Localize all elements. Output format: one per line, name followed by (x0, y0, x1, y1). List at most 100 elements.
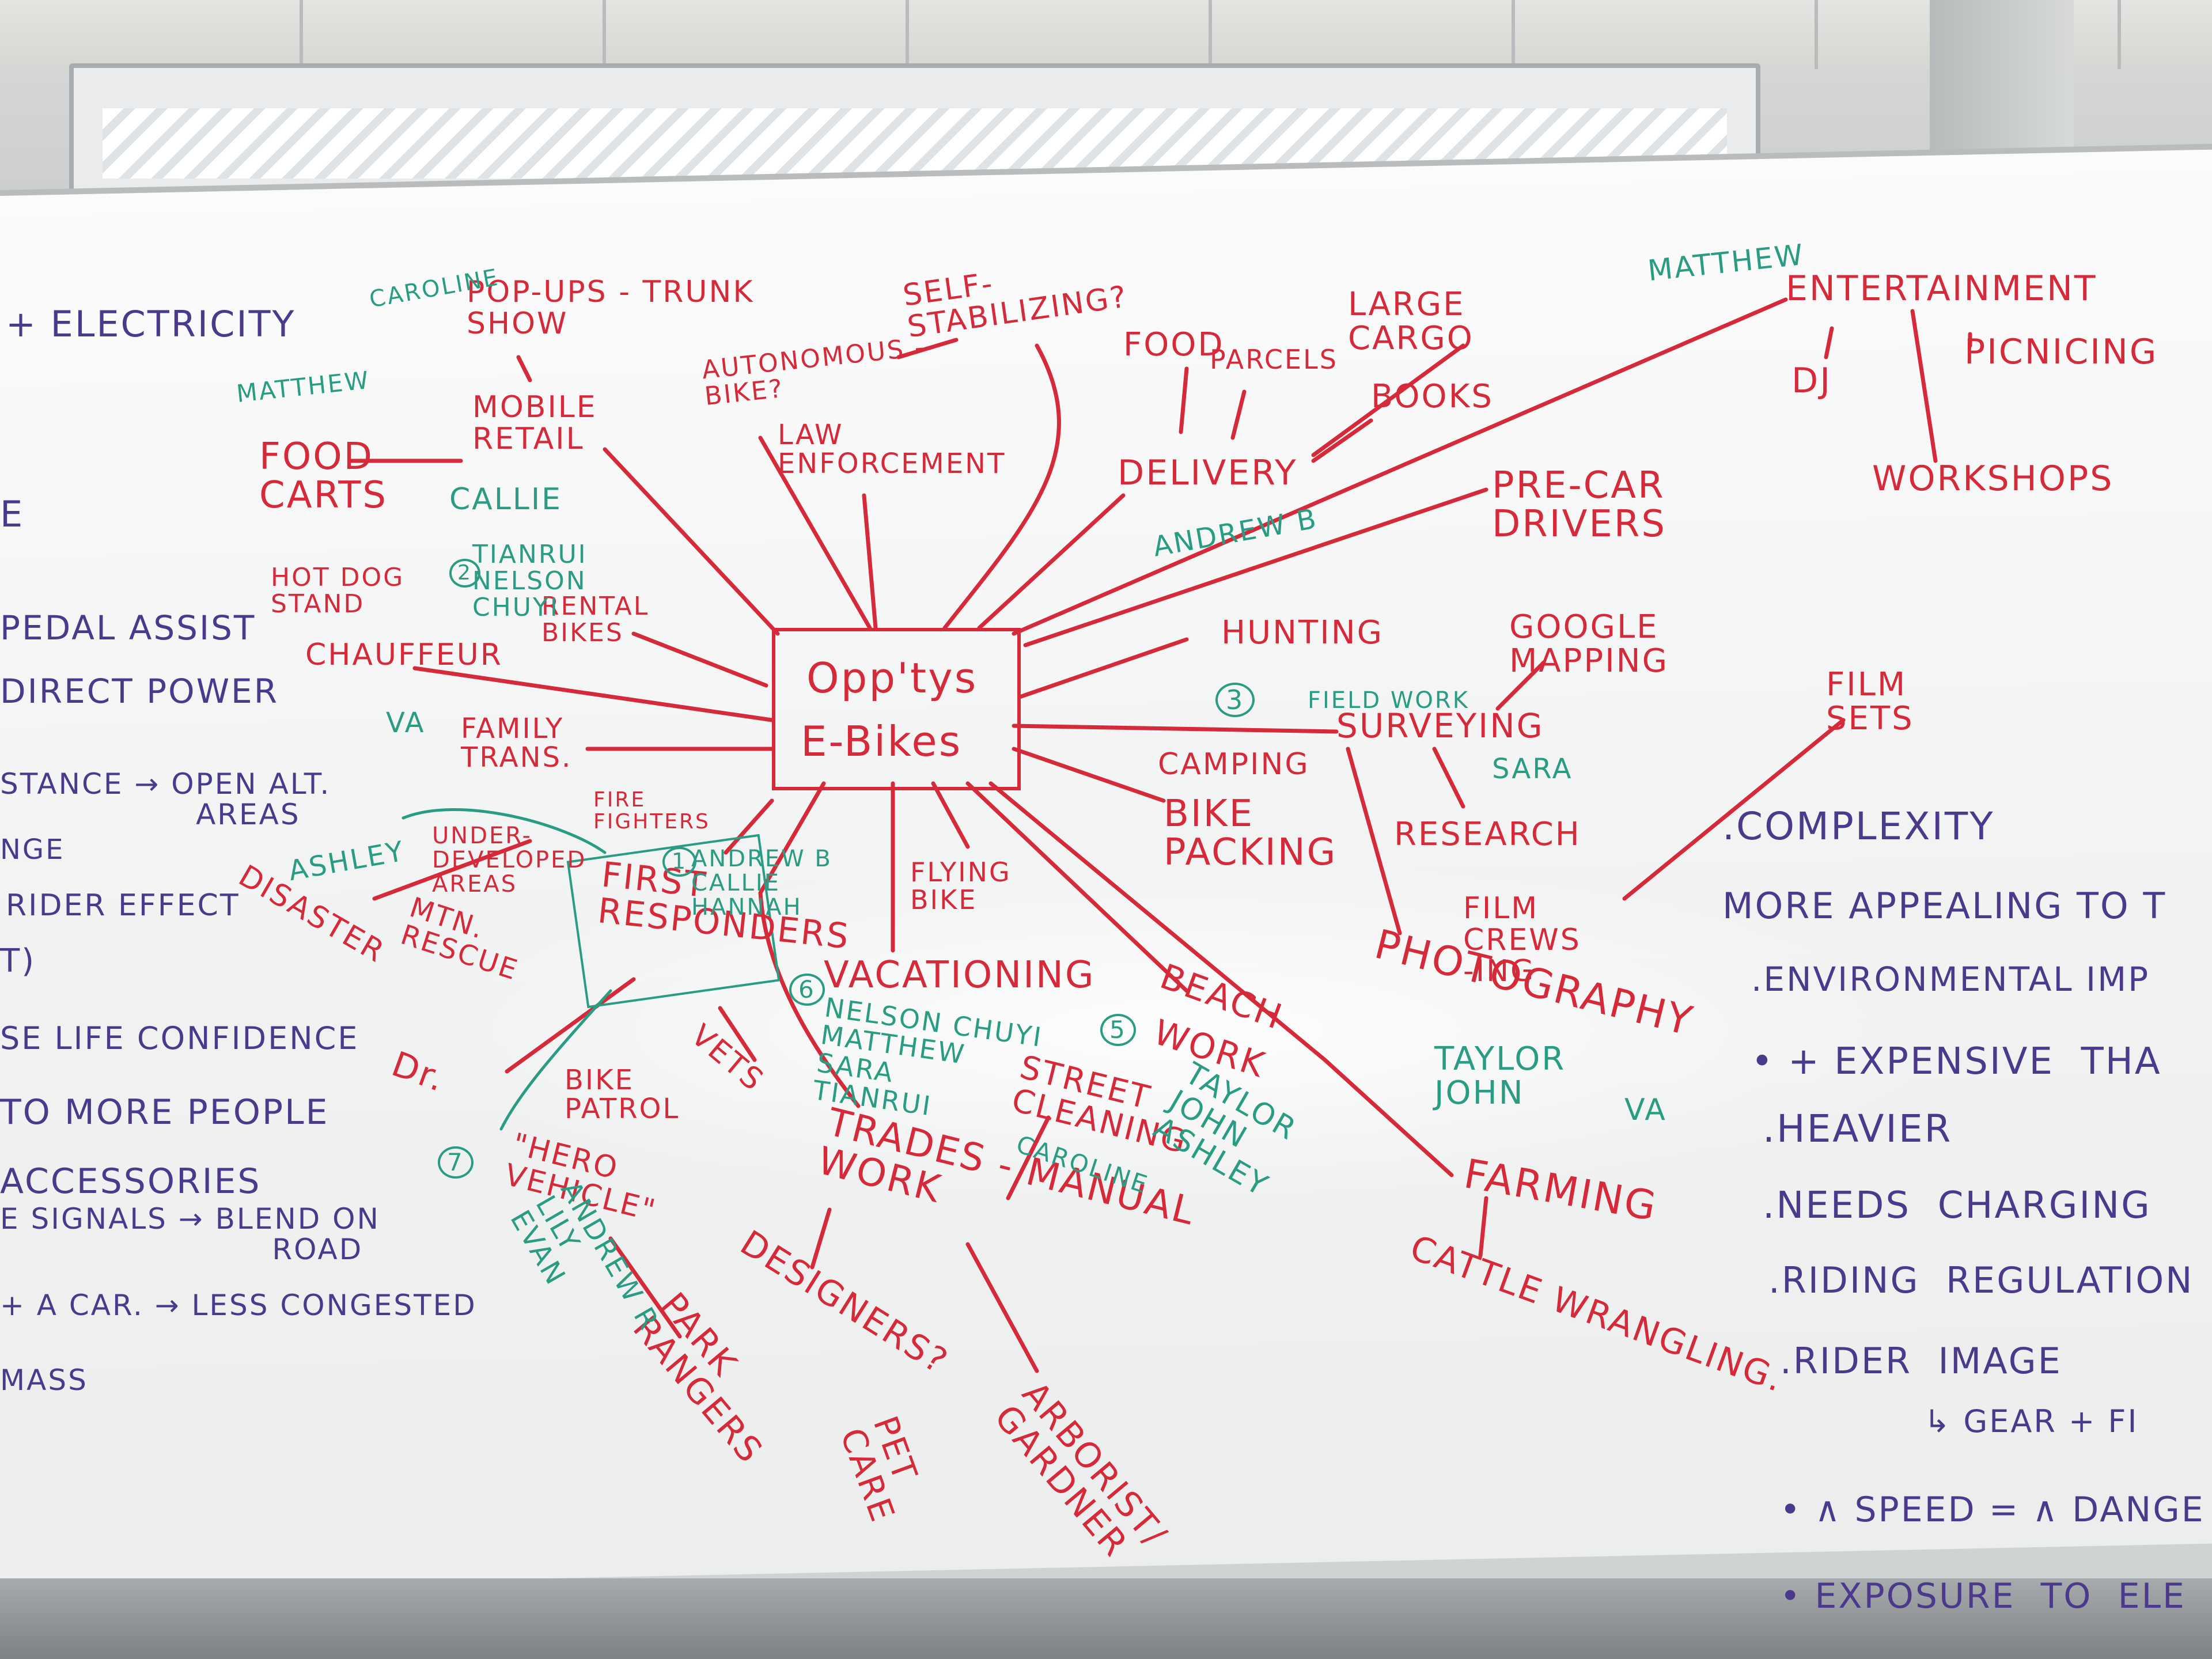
number-6: 6 (789, 974, 825, 1006)
note-entertainment: ENTERTAINMENT (1786, 268, 2097, 309)
note-surveying: SURVEYING (1336, 706, 1544, 745)
note-bike-patrol: BIKE PATROL (565, 1064, 680, 1126)
note-under-developed: UNDER- DEVELOPED AREAS (432, 823, 587, 897)
note-dj: DJ (1791, 361, 1832, 401)
name-sara-right: SARA (1492, 753, 1573, 785)
link-manual (1006, 1115, 1051, 1200)
link-photography (1346, 747, 1402, 935)
note-film-sets: FILM SETS (1826, 666, 1914, 737)
right-note-6: .RIDING REGULATION (1768, 1259, 2194, 1301)
note-parcels: PARCELS (1210, 344, 1338, 375)
note-vacationing: VACATIONING (824, 954, 1096, 997)
link-entertainment (1012, 297, 1788, 636)
note-large-cargo: LARGE CARGO (1348, 286, 1474, 357)
note-fire-fighters: FIRE FIGHTERS (593, 788, 710, 834)
left-note-7: T) (0, 942, 36, 980)
link-food (1179, 366, 1189, 434)
link-workshops (1910, 309, 1938, 463)
note-google-mapping: GOOGLE MAPPING (1509, 608, 1669, 680)
name-va-right: VA (1624, 1093, 1667, 1127)
marker-tray (0, 1578, 2212, 1659)
note-camping: CAMPING (1158, 747, 1310, 782)
link-autonomous (758, 435, 872, 630)
name-photo-group: TAYLOR JOHN (1434, 1040, 1566, 1112)
name-callie: CALLIE (449, 482, 563, 517)
number-3: 3 (1215, 683, 1255, 718)
left-note-13: MASS (0, 1363, 88, 1397)
link-beach (965, 781, 1189, 993)
note-chauffeur: CHAUFFEUR (305, 638, 503, 672)
left-note-11: E SIGNALS → BLEND ON ROAD (0, 1202, 380, 1266)
link-self-stabilizing (942, 343, 1061, 630)
link-park (608, 1236, 682, 1339)
teal-link-ashley (402, 808, 607, 854)
note-research: RESEARCH (1394, 816, 1581, 853)
link-chauffeur (412, 666, 774, 722)
number-7: 7 (438, 1146, 474, 1179)
link-designers (810, 1207, 832, 1270)
right-note-9: • ∧ SPEED = ∧ DANGE (1780, 1490, 2205, 1530)
number-2: 2 (449, 559, 480, 588)
link-cattle (1478, 1196, 1488, 1258)
teal-link-hero (499, 989, 612, 1131)
note-law-enforcement: LAW ENFORCEMENT (778, 419, 1006, 480)
note-pre-car: PRE-CAR DRIVERS (1492, 464, 1666, 546)
link-mobile (603, 447, 780, 636)
left-note-8: SE LIFE CONFIDENCE (0, 1020, 359, 1056)
name-tianrui-group: TIANRUI NELSON CHUYI (472, 540, 588, 623)
board-glare (374, 853, 1987, 1210)
left-note-5: NGE (0, 834, 65, 866)
right-note-5: .NEEDS CHARGING (1763, 1184, 2152, 1227)
note-hunting: HUNTING (1221, 614, 1384, 652)
link-vets (718, 1006, 757, 1062)
left-note-0: + ELECTRICITY (6, 303, 296, 345)
note-workshops: WORKSHOPS (1872, 459, 2114, 499)
note-food: FOOD (1123, 326, 1225, 363)
number-5: 5 (1100, 1014, 1136, 1047)
note-food-carts: FOOD CARTS (259, 435, 388, 517)
right-note-10: • EXPOSURE TO ELE (1780, 1576, 2186, 1616)
link-google (1495, 660, 1546, 711)
link-camping (1012, 747, 1166, 803)
link-law (862, 493, 878, 630)
note-family-trans: FAMILY TRANS. (461, 713, 573, 774)
link-pre-car (1023, 487, 1488, 647)
link-books (1311, 418, 1373, 463)
note-mobile-retail: MOBILE RETAIL (472, 390, 597, 456)
link-first (724, 798, 774, 855)
link-film-sets (1622, 718, 1846, 901)
link-research (1432, 747, 1465, 809)
link-large-cargo (1311, 343, 1465, 457)
left-note-10: ACCESSORIES (0, 1161, 262, 1202)
note-hot-dog: HOT DOG STAND (271, 563, 405, 619)
link-dj (1824, 326, 1834, 359)
note-flying-bike: FLYING BIKE (910, 857, 1012, 916)
central-topic-line2: E-Bikes (801, 717, 963, 766)
right-note-8: ↳ GEAR + FI (1924, 1403, 2139, 1440)
right-note-3: • + EXPENSIVE THA (1751, 1040, 2162, 1083)
right-note-2: .ENVIRONMENTAL IMP (1751, 960, 2150, 999)
note-delivery: DELIVERY (1118, 453, 1298, 493)
note-popups: POP-UPS - TRUNK SHOW (467, 275, 755, 341)
link-surveying (1012, 724, 1339, 734)
link-delivery (977, 493, 1126, 630)
note-bike-packing: BIKE PACKING (1164, 793, 1338, 874)
left-note-6: RIDER EFFECT (6, 888, 240, 923)
right-note-1: MORE APPEALING TO T (1722, 885, 2167, 927)
left-note-12: + A CAR. → LESS CONGESTED (0, 1289, 477, 1322)
central-topic-box (772, 628, 1021, 790)
note-rental-bikes: RENTAL BIKES (541, 592, 650, 648)
link-rental (631, 631, 768, 688)
note-picnicing: PICNICING (1964, 332, 2158, 372)
number-1: 1 (662, 847, 697, 877)
name-field-work: FIELD WORK (1308, 687, 1469, 714)
central-topic-line1: Opp'tys (806, 654, 978, 702)
link-trades (758, 781, 861, 1108)
right-note-0: .COMPLEXITY (1722, 804, 1995, 849)
link-arborist (965, 1242, 1039, 1373)
note-film-crews: FILM CREWS -ING (1463, 891, 1581, 989)
link-autonomous-self (896, 338, 959, 359)
note-books: BOOKS (1371, 378, 1494, 415)
link-parcels (1230, 389, 1247, 440)
